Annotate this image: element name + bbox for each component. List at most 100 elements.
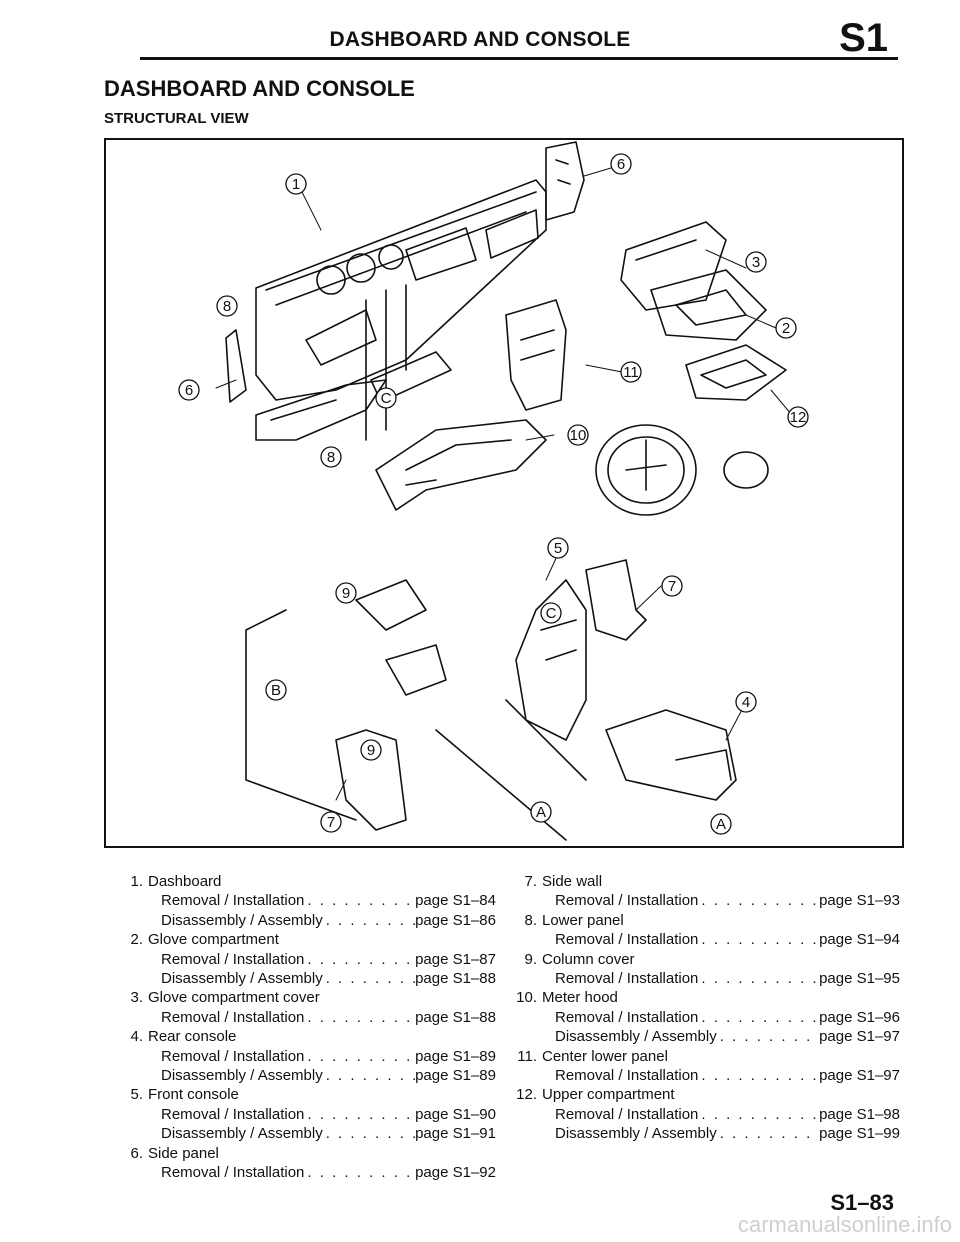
reference-label: Removal / Installation [555, 1067, 699, 1085]
upper-compartment [685, 344, 787, 401]
reference-label: Removal / Installation [161, 950, 305, 968]
reference-page: page S1–99 [819, 1125, 900, 1143]
front-console [515, 579, 587, 741]
legend-item: 6.Side panel [116, 1144, 496, 1163]
header-section-code: S1 [839, 16, 888, 60]
legend-item-name: Column cover [542, 950, 635, 968]
legend-page-reference: Removal / Installationpage S1–88 [116, 1008, 496, 1027]
legend-item-name: Front console [148, 1086, 239, 1104]
dot-leader [304, 1008, 415, 1027]
lower-panel [255, 379, 387, 441]
dot-leader [304, 950, 415, 969]
dot-leader [698, 1066, 819, 1085]
rear-console [605, 709, 737, 801]
reference-page: page S1–89 [415, 1047, 496, 1065]
callout-6-left: 6 [185, 382, 193, 399]
legend-item-name: Upper compartment [542, 1086, 675, 1104]
reference-label: Removal / Installation [555, 970, 699, 988]
callout-5: 5 [554, 540, 562, 557]
glove-compartment [650, 269, 767, 341]
meter-hood [375, 419, 547, 511]
steering-wheel [595, 424, 769, 516]
callout-b-bottom: B [271, 682, 281, 699]
legend-item: 2. Glove compartment [116, 930, 496, 949]
callout-a-left: A [536, 804, 546, 821]
watermark: carmanualsonline.info [737, 1212, 952, 1237]
callout-7-left: 7 [327, 814, 335, 831]
reference-page: page S1–97 [819, 1067, 900, 1085]
legend-item-number: 10. [516, 989, 537, 1007]
legend-item-number: 7. [524, 873, 537, 890]
legend-item: 4.Rear console [116, 1027, 496, 1046]
callout-4: 4 [742, 694, 750, 711]
legend-item-name: Glove compartment [148, 931, 279, 949]
dot-leader [698, 1008, 819, 1027]
legend-item: 3.Glove compartment cover [116, 988, 496, 1007]
reference-label: Disassembly / Assembly [161, 970, 323, 988]
legend-item-number: 8. [524, 911, 537, 929]
legend-item-name: Lower panel [542, 911, 624, 929]
side-panel-right [545, 141, 585, 221]
side-panel-left [225, 329, 247, 403]
legend-item: 1.Dashboard [116, 872, 496, 891]
side-wall-left [335, 729, 407, 831]
callout-a-right: A [716, 816, 726, 833]
reference-label: Removal / Installation [161, 892, 305, 910]
dot-leader [304, 1047, 415, 1066]
dot-leader [698, 891, 819, 910]
legend-item-name: Dashboard [148, 873, 222, 890]
exploded-view-drawing: 1 6 3 2 8 6 11 12 10 8 5 9 7 B 4 9 7 A A… [178, 141, 809, 841]
reference-label: Removal / Installation [555, 931, 699, 949]
legend-page-reference: Removal / Installationpage S1–96 [510, 1008, 900, 1027]
legend-item-name: Meter hood [542, 989, 618, 1007]
reference-page: page S1–87 [415, 950, 496, 968]
reference-page: page S1–84 [415, 892, 496, 910]
glove-compartment-cover [620, 221, 727, 311]
callout-9-top: 9 [342, 585, 350, 602]
reference-label: Disassembly / Assembly [161, 1067, 323, 1085]
page-number: S1–83 [830, 1190, 894, 1215]
section-title: DASHBOARD AND CONSOLE [104, 76, 415, 101]
callout-9: 9 [367, 742, 375, 759]
reference-page: page S1–96 [819, 1008, 900, 1026]
reference-page: page S1–92 [415, 1164, 496, 1182]
legend-item: 7. Side wall [510, 872, 900, 891]
reference-label: Removal / Installation [161, 1105, 305, 1123]
callout-11: 11 [623, 364, 639, 381]
dot-leader [717, 1027, 819, 1046]
callout-12: 12 [790, 409, 807, 426]
legend-item-number: 5. [130, 1086, 143, 1104]
dot-leader [698, 930, 819, 949]
callout-2: 2 [782, 320, 790, 337]
dot-leader [717, 1124, 819, 1143]
legend-item-number: 11. [517, 1047, 537, 1065]
reference-page: page S1–98 [819, 1105, 900, 1123]
legend-page-reference: Removal / Installation page S1–97 [510, 1066, 900, 1085]
reference-page: page S1–94 [819, 931, 900, 949]
legend-item: 5. Front console [116, 1085, 496, 1104]
floor-outline [245, 609, 587, 841]
legend-item-name: Glove compartment cover [148, 989, 320, 1007]
callout-1: 1 [292, 176, 300, 193]
callout-c-bottom: C [546, 605, 557, 622]
column-cover [355, 579, 447, 696]
dot-leader [304, 1105, 415, 1124]
dot-leader [323, 1124, 415, 1143]
legend-page-reference: Removal / Installationpage S1–98 [510, 1105, 900, 1124]
legend-item-name: Side wall [542, 873, 603, 890]
legend-item: 9.Column cover [510, 950, 900, 969]
legend-page-reference: Disassembly / Assembly page S1–89 [116, 1066, 496, 1085]
legend-page-reference: Disassembly / Assemblypage S1–99 [510, 1124, 900, 1143]
legend-page-reference: Removal / Installation page S1–94 [510, 930, 900, 949]
reference-page: page S1–89 [415, 1067, 496, 1085]
dot-leader [304, 891, 415, 910]
dot-leader [323, 1066, 415, 1085]
legend-item-number: 2. [130, 931, 143, 949]
legend-page-reference: Disassembly / Assemblypage S1–88 [116, 969, 496, 988]
header-title: DASHBOARD AND CONSOLE [329, 28, 631, 51]
legend-page-reference: Removal / Installationpage S1–90 [116, 1105, 496, 1124]
subtitle: STRUCTURAL VIEW [104, 110, 249, 127]
legend-item: 8. Lower panel [510, 911, 900, 930]
